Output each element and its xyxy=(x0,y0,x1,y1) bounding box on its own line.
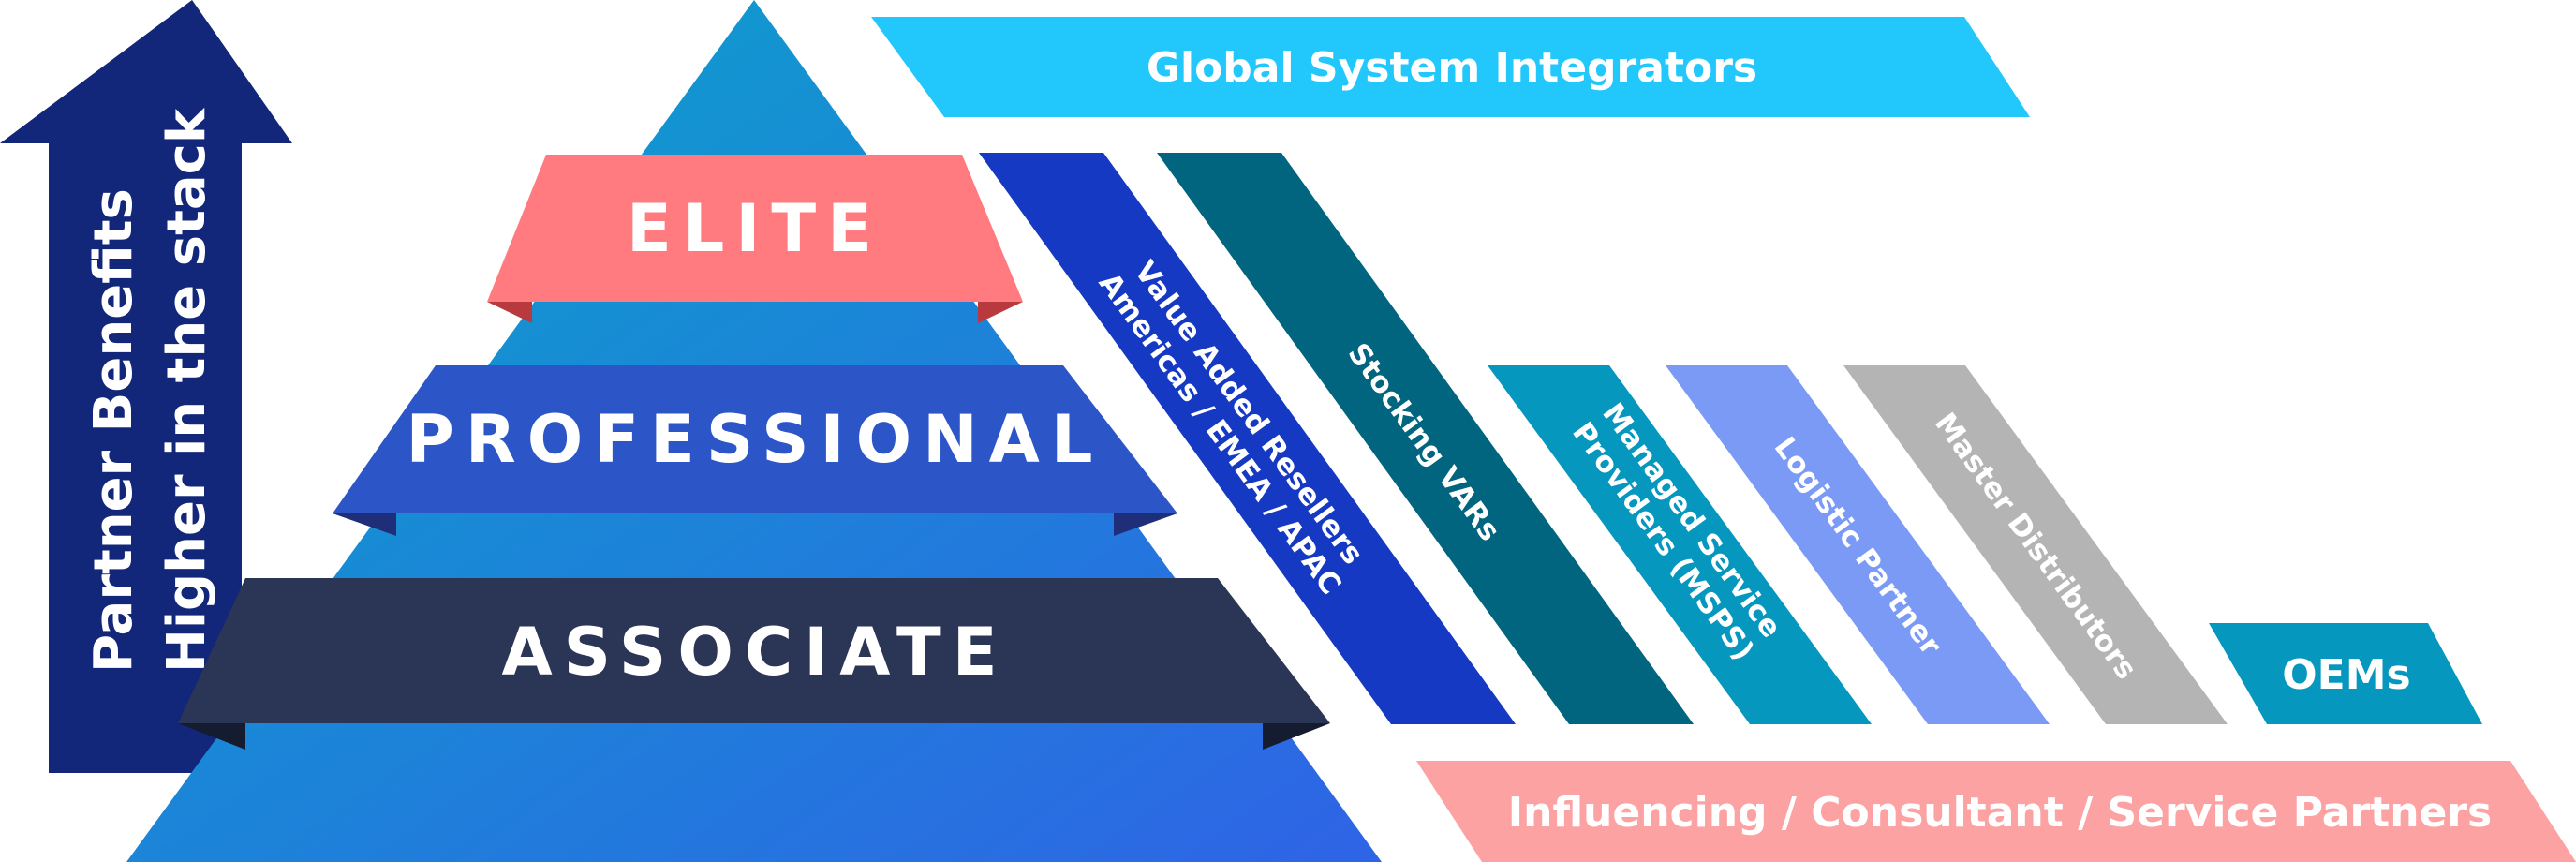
professional-band-right-fold xyxy=(1114,513,1177,536)
professional-band xyxy=(333,365,1177,513)
master-strip-shape xyxy=(1843,365,2228,724)
professional-band-left-fold xyxy=(333,513,396,536)
global-system-integrators-bar: Global System Integrators xyxy=(871,17,2030,117)
stocking-strip-shape xyxy=(1157,153,1694,724)
value-added-resellers-strip: Value Added Resellers Americas / EMEA / … xyxy=(979,153,1516,724)
logistic-strip-shape xyxy=(1666,365,2050,724)
top-bar-label: Global System Integrators xyxy=(1147,44,1757,92)
elite-band xyxy=(487,155,1023,302)
top-bar-shape xyxy=(871,17,2030,117)
arrow-title: Partner Benefits xyxy=(83,188,144,673)
influencing-partners-bar: Influencing / Consultant / Service Partn… xyxy=(1416,761,2576,862)
tier-associate-label: ASSOCIATE xyxy=(501,614,1008,691)
oems-box: OEMs xyxy=(2209,623,2482,724)
elite-band-left-fold xyxy=(487,302,532,323)
bottom-bar-shape xyxy=(1416,761,2576,862)
bottom-bar-label: Influencing / Consultant / Service Partn… xyxy=(1508,789,2493,837)
oems-shape xyxy=(2209,623,2482,724)
tier-professional-label: PROFESSIONAL xyxy=(407,401,1104,478)
oems-label: OEMs xyxy=(2282,651,2410,699)
arrow-subtitle: Higher in the stack xyxy=(156,107,217,673)
var-strip-shape xyxy=(979,153,1516,724)
partner-benefits-arrow: Partner Benefits Higher in the stack xyxy=(0,0,292,773)
arrow-shape xyxy=(0,0,292,773)
associate-band xyxy=(178,578,1330,723)
tier-elite-label: ELITE xyxy=(627,190,883,267)
partner-tier-pyramid: ELITE PROFESSIONAL ASSOCIATE xyxy=(126,0,1382,862)
elite-band-right-fold xyxy=(978,302,1023,323)
associate-band-left-fold xyxy=(178,723,245,750)
msp-strip-shape xyxy=(1488,365,1872,724)
associate-band-right-fold xyxy=(1263,723,1330,750)
